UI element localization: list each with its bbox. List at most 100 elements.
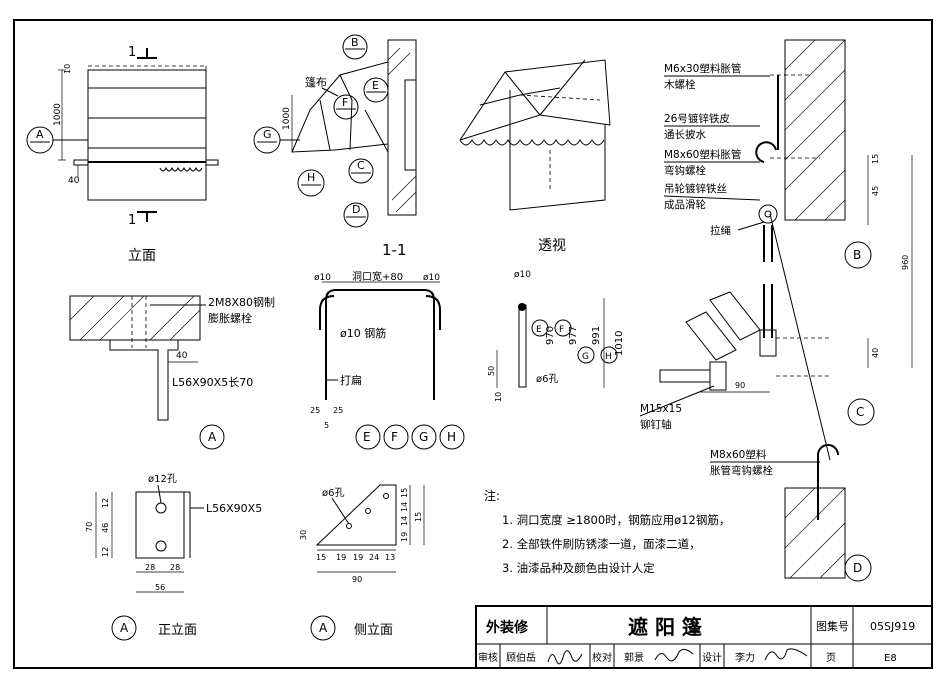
plate-front-hole: ø12孔 xyxy=(148,473,177,485)
callout-f-section xyxy=(333,94,359,120)
callout-b-detail xyxy=(844,241,872,269)
plate-side-detail: ø6孔 30 15 19 19 24 13 90 15 14 14 19 15 … xyxy=(299,484,425,641)
svg-text:15: 15 xyxy=(316,553,326,562)
svg-text:H: H xyxy=(447,430,456,444)
pulley xyxy=(758,204,778,224)
svg-text:F: F xyxy=(342,96,348,109)
svg-text:E: E xyxy=(363,430,371,444)
flat-label: 打扁 xyxy=(340,373,362,387)
plate-front-title: 正立面 xyxy=(158,623,197,638)
rebar-top-dim-mid: 洞口宽+80 xyxy=(352,270,403,283)
check-label: 校对 xyxy=(592,651,612,664)
review-label: 审核 xyxy=(478,651,498,664)
section-mark-bottom: 1 xyxy=(128,213,136,228)
rib-len-977: 977 xyxy=(568,326,579,345)
svg-text:E: E xyxy=(372,79,379,92)
elev-dim-1000: 1000 xyxy=(53,103,63,126)
svg-text:19: 19 xyxy=(353,553,363,562)
callout-f-rebar xyxy=(383,424,409,450)
rebar-u-bar xyxy=(325,289,435,400)
note-3: 3. 油漆品种及颜色由设计人定 xyxy=(502,561,655,575)
callout-a-bracket xyxy=(199,424,225,450)
svg-text:90: 90 xyxy=(352,575,362,584)
right-detail: M6x30塑料胀管 木螺栓 26号镀锌铁皮 通长披水 M8x60塑料胀管 弯钩螺… xyxy=(639,39,913,582)
svg-text:15: 15 xyxy=(400,488,409,498)
hook-bolt-bottom xyxy=(817,444,839,520)
svg-text:C: C xyxy=(357,159,365,172)
elev-dim-10: 10 xyxy=(63,64,72,74)
page-label: 页 xyxy=(826,652,836,664)
reviewer-name: 顾伯岳 xyxy=(506,651,536,664)
plate-side-dim-30: 30 xyxy=(299,530,308,540)
callout-b-section xyxy=(342,34,368,60)
drawing-title: 遮 阳 篷 xyxy=(628,615,703,639)
elevation-awning-outline xyxy=(87,69,207,201)
svg-text:D: D xyxy=(853,561,862,575)
svg-text:70: 70 xyxy=(85,522,94,532)
callout-e-rebar xyxy=(355,424,381,450)
svg-text:C: C xyxy=(856,405,864,419)
svg-text:G: G xyxy=(263,128,272,141)
svg-text:E: E xyxy=(536,325,542,335)
svg-text:吊轮镀锌铁丝: 吊轮镀锌铁丝 xyxy=(664,182,727,195)
atlas-label: 图集号 xyxy=(816,619,849,633)
designer-name: 李力 xyxy=(735,651,755,664)
bracket-dim-40: 40 xyxy=(176,351,188,361)
bracket-detail: 2M8X80钢制 膨胀螺栓 40 L56X90X5长70 A xyxy=(69,295,275,450)
svg-text:28: 28 xyxy=(170,563,180,572)
rebar-dim-25a: 25 xyxy=(310,406,320,415)
atlas-no: 05SJ919 xyxy=(870,620,915,633)
category-label: 外装修 xyxy=(486,619,529,636)
section-view: 1000 篷布 B E F G C H D 1-1 xyxy=(253,34,417,259)
svg-text:G: G xyxy=(419,430,428,444)
svg-text:19: 19 xyxy=(336,553,346,562)
svg-text:960: 960 xyxy=(901,255,910,270)
checker-name: 郭景 xyxy=(624,651,644,664)
svg-text:15: 15 xyxy=(414,512,423,522)
callout-a-front xyxy=(111,615,137,641)
note-2: 2. 全部铁件刷防锈漆一道，面漆二道， xyxy=(502,537,701,551)
svg-text:24: 24 xyxy=(369,553,379,562)
rebar-dim-25b: 25 xyxy=(333,406,343,415)
svg-text:14: 14 xyxy=(400,502,409,512)
callout-c-section xyxy=(348,158,374,184)
rib-top-dim: ø10 xyxy=(514,270,531,280)
elevation-scallop xyxy=(159,166,203,172)
svg-text:90: 90 xyxy=(735,381,745,390)
callout-a-side xyxy=(310,615,336,641)
designer-signature xyxy=(764,648,808,661)
svg-text:13: 13 xyxy=(385,553,395,562)
svg-text:56: 56 xyxy=(155,583,165,592)
rib-len-970: 970 xyxy=(545,326,556,345)
bolt-label-2: 膨胀螺栓 xyxy=(208,311,252,325)
design-label: 设计 xyxy=(702,651,722,664)
reviewer-signature xyxy=(547,650,583,665)
svg-text:12: 12 xyxy=(101,498,110,508)
page-no: E8 xyxy=(884,653,897,664)
svg-text:40: 40 xyxy=(871,348,880,358)
svg-text:A: A xyxy=(36,128,44,141)
svg-text:F: F xyxy=(391,430,398,444)
perspective-title: 透视 xyxy=(538,238,566,254)
callout-g-rebar xyxy=(411,424,437,450)
rib-dim-10: 10 xyxy=(494,392,503,402)
svg-text:弯钩螺栓: 弯钩螺栓 xyxy=(664,164,706,177)
hook-bolt-top xyxy=(755,141,777,163)
perspective-view: 透视 xyxy=(459,59,611,254)
svg-text:15: 15 xyxy=(871,154,880,164)
svg-text:通长披水: 通长披水 xyxy=(664,128,706,141)
svg-text:A: A xyxy=(319,621,328,635)
svg-text:M6x30塑料胀管: M6x30塑料胀管 xyxy=(664,62,741,75)
svg-text:F: F xyxy=(559,325,564,335)
callout-c-detail xyxy=(847,398,875,426)
svg-text:M8x60塑料: M8x60塑料 xyxy=(710,448,767,461)
svg-text:14: 14 xyxy=(400,516,409,526)
svg-text:成品滑轮: 成品滑轮 xyxy=(664,198,706,211)
callout-h-rebar xyxy=(439,424,465,450)
perspective-scallop xyxy=(459,139,605,146)
bolt-label: 2M8X80钢制 xyxy=(208,296,275,309)
elev-dim-40: 40 xyxy=(68,176,80,186)
rib-detail: ø10 50 10 ø6孔 E 970 F 977 G 991 H 1010 xyxy=(487,270,625,402)
notes: 注: 1. 洞口宽度 ≥1800时，钢筋应用ø12钢筋， 2. 全部铁件刷防锈漆… xyxy=(484,488,730,575)
svg-text:M8x60塑料胀管: M8x60塑料胀管 xyxy=(664,148,741,161)
